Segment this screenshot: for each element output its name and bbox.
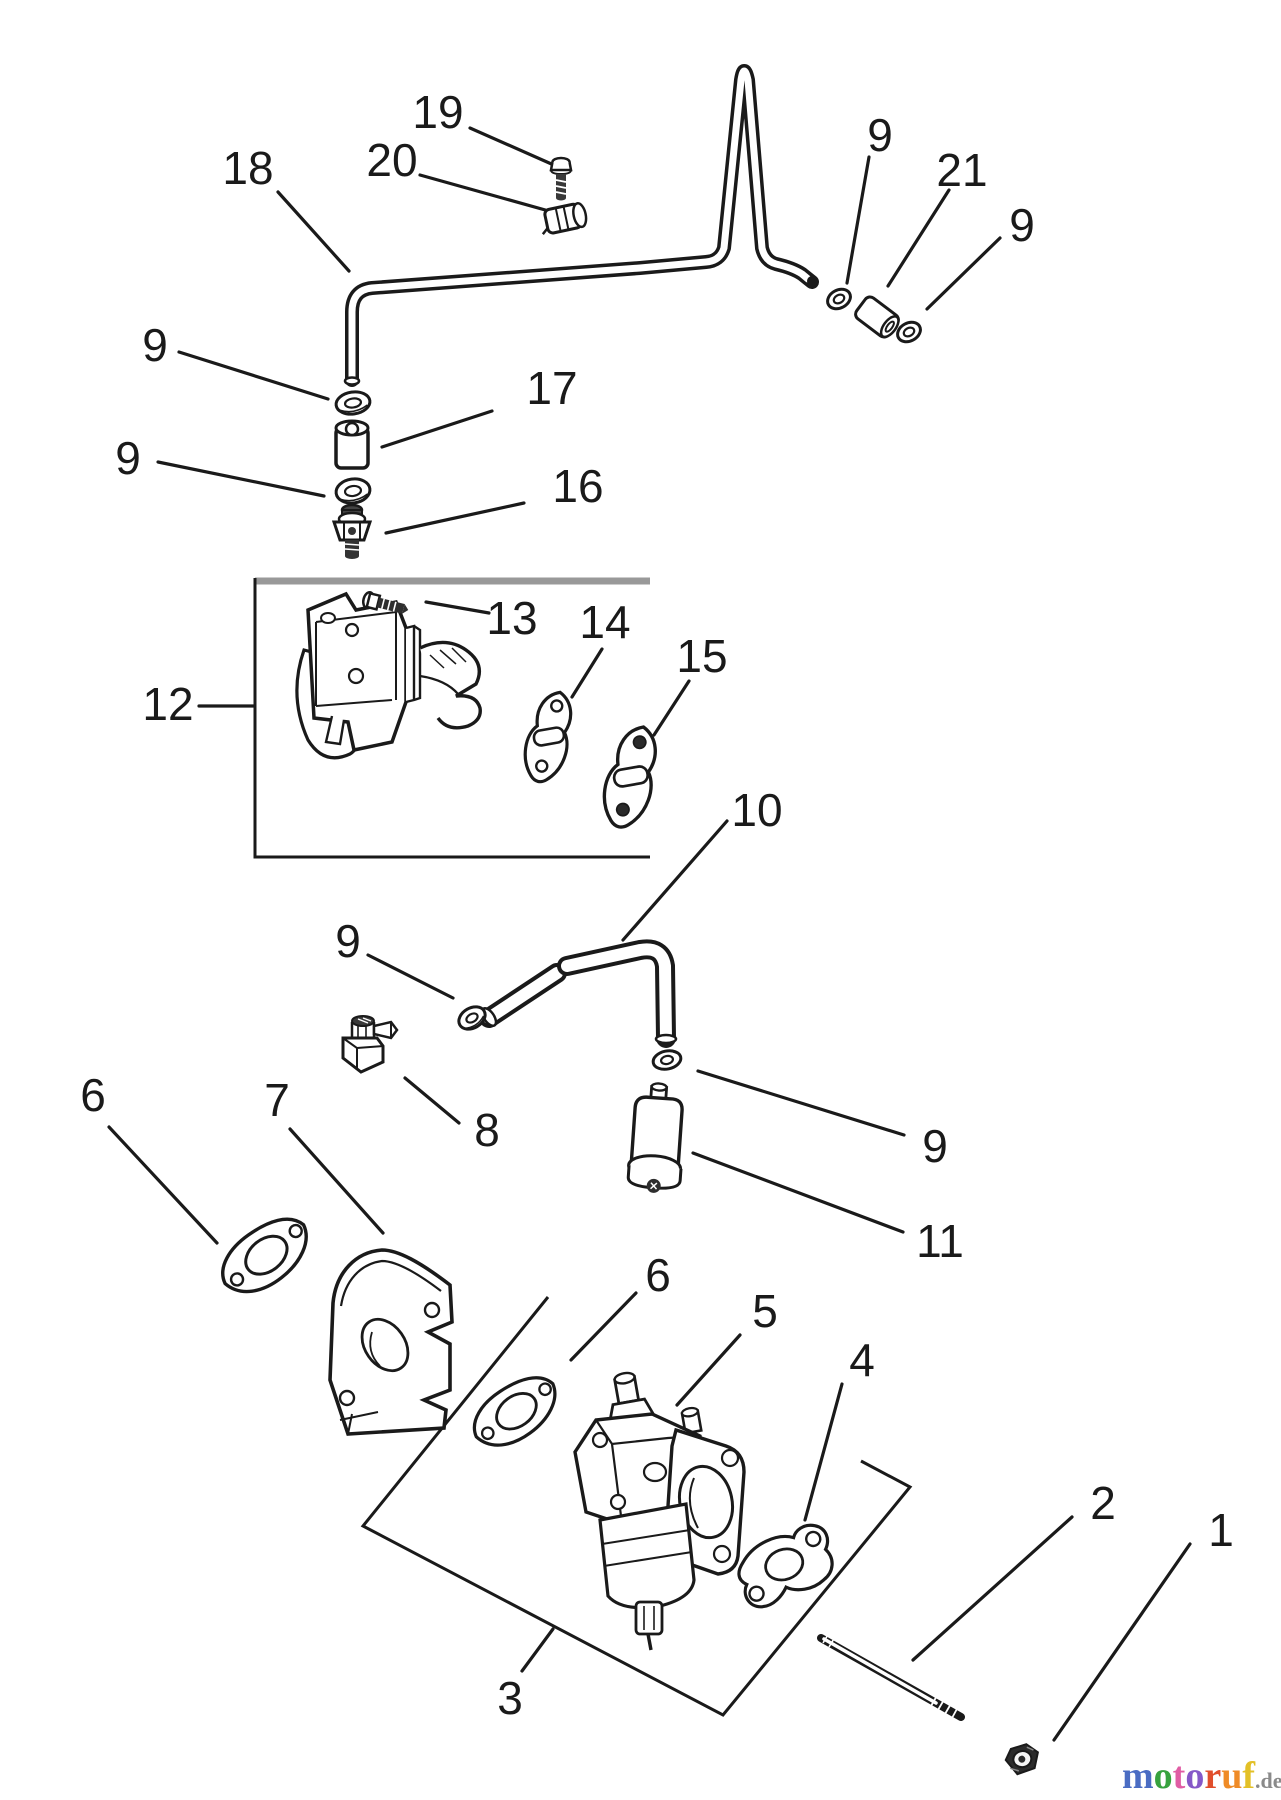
callout-9-hose: 9	[335, 915, 361, 967]
callout-16: 16	[552, 460, 603, 512]
callout-1: 1	[1208, 1504, 1234, 1556]
clamp-9-top-right-1	[826, 287, 852, 311]
clamp-9-filter-bottom	[334, 477, 372, 505]
nut-1	[1004, 1743, 1040, 1776]
callout-10: 10	[731, 784, 782, 836]
leader-lines	[107, 126, 1192, 1742]
callout-2: 2	[1090, 1477, 1116, 1529]
callout-18: 18	[222, 142, 273, 194]
gasket-6-left	[221, 1217, 308, 1294]
callout-7: 7	[264, 1074, 290, 1126]
hose-21	[854, 295, 900, 339]
callout-19: 19	[412, 86, 463, 138]
callout-9-mid-1: 9	[142, 319, 168, 371]
bolt-13	[362, 591, 409, 614]
callout-4: 4	[849, 1334, 875, 1386]
callout-5: 5	[752, 1285, 778, 1337]
clamp-9-filter-top	[334, 390, 372, 416]
callout-6-right: 6	[645, 1249, 671, 1301]
callout-9-mid-2: 9	[115, 432, 141, 484]
watermark-letter: o	[1154, 1755, 1173, 1797]
gasket-15	[602, 725, 657, 829]
group-box-12	[253, 577, 650, 859]
callout-6-left: 6	[80, 1069, 106, 1121]
group-outline-3	[360, 1296, 913, 1717]
callout-9-top-1: 9	[867, 109, 893, 161]
callout-14: 14	[579, 596, 630, 648]
callout-15: 15	[676, 630, 727, 682]
callout-21: 21	[936, 144, 987, 196]
heat-shield-7	[328, 1248, 454, 1436]
fuel-line-18	[343, 64, 819, 387]
callout-13: 13	[486, 592, 537, 644]
clamp-9-hose10-left	[457, 1005, 487, 1031]
watermark-letter: f	[1242, 1755, 1256, 1797]
valve-8	[341, 1015, 399, 1074]
fuel-pump-12	[295, 591, 482, 760]
watermark-tld: .de	[1255, 1768, 1281, 1793]
carburetor-5	[573, 1371, 746, 1651]
hose-10	[479, 939, 678, 1048]
callout-3: 3	[497, 1672, 523, 1724]
screw-19	[549, 156, 573, 201]
callout-9-right: 9	[922, 1120, 948, 1172]
callout-8: 8	[474, 1104, 500, 1156]
clamp-20	[541, 202, 588, 235]
callout-12: 12	[142, 678, 193, 730]
callout-17: 17	[526, 362, 577, 414]
watermark-letter: r	[1204, 1755, 1221, 1797]
stud-2	[817, 1632, 965, 1721]
gasket-14	[523, 690, 573, 784]
watermark-letter: m	[1122, 1755, 1154, 1797]
watermark-letter: u	[1221, 1755, 1242, 1797]
fitting-16	[331, 503, 373, 559]
callout-20: 20	[366, 134, 417, 186]
callout-9-top-2: 9	[1009, 199, 1035, 251]
part-17	[334, 419, 370, 470]
watermark-letter: t	[1173, 1755, 1186, 1797]
gasket-6-right	[472, 1376, 557, 1447]
clamp-9-hose10-bottom	[651, 1049, 683, 1071]
filter-11	[626, 1082, 684, 1193]
gasket-4	[737, 1523, 834, 1609]
clamp-9-top-right-2	[896, 320, 922, 344]
watermark-letter: o	[1185, 1755, 1204, 1797]
watermark-logo: motoruf.de	[1122, 1755, 1281, 1797]
callout-11: 11	[916, 1215, 964, 1267]
